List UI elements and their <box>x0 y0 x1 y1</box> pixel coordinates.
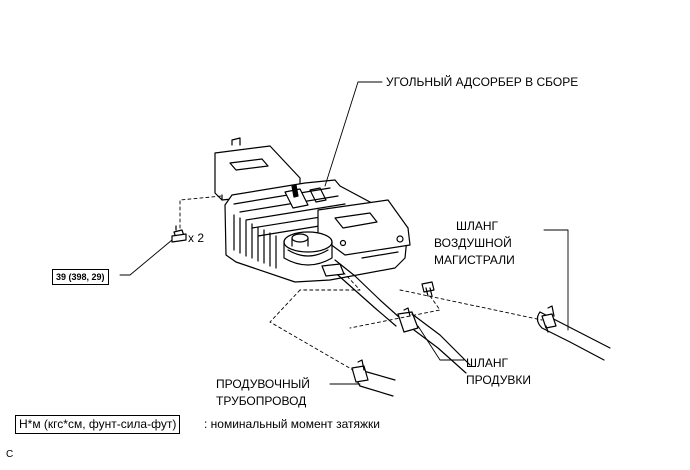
alignment-lines <box>179 195 543 371</box>
corner-mark: C <box>6 449 14 460</box>
leader-lines <box>119 81 569 385</box>
legend-unit-box: Н*м (кгс*см, фунт-сила-фут) <box>15 415 181 434</box>
label-canister-assembly: УГОЛЬНЫЙ АДСОРБЕР В СБОРЕ <box>386 75 579 89</box>
label-purge-hose-2: ПРОДУВКИ <box>466 373 531 387</box>
valve-cap <box>283 231 333 266</box>
label-purge-hose-1: ШЛАНГ <box>466 356 509 370</box>
label-bolt-count: x 2 <box>188 231 205 245</box>
label-purge-line-2: ТРУБОПРОВОД <box>216 394 307 408</box>
label-purge-line-1: ПРОДУВОЧНЫЙ <box>216 377 310 391</box>
mounting-bolt <box>171 225 187 243</box>
label-air-hose-3: МАГИСТРАЛИ <box>434 253 515 267</box>
air-hose <box>536 305 611 361</box>
torque-value-box: 39 (398, 29) <box>52 269 109 285</box>
small-bolt <box>421 281 435 297</box>
label-air-hose-1: ШЛАНГ <box>456 219 499 233</box>
purge-pipe <box>351 359 396 397</box>
label-air-hose-2: ВОЗДУШНОЙ <box>434 236 512 250</box>
legend-description: : номинальный момент затяжки <box>204 417 380 431</box>
